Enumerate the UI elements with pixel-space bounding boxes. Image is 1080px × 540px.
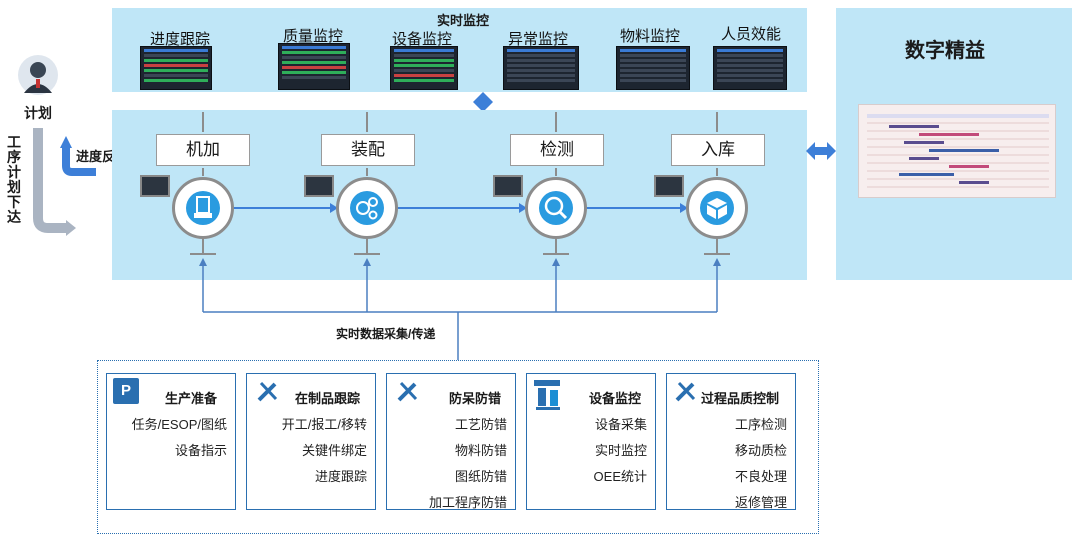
stage-node-warehousing [686, 177, 748, 239]
monitor-screen-exception [503, 46, 579, 90]
panel-link-diamond [473, 92, 493, 112]
monitor-screen-material [616, 46, 690, 90]
module-wip-tracking: 在制品跟踪 开工/报工/移转 关键件绑定 进度跟踪 [246, 373, 376, 510]
stage-node-inspection [525, 177, 587, 239]
monitoring-panel [112, 8, 807, 92]
module-title: 在制品跟踪 [295, 391, 361, 406]
module-item: 工序检测 [734, 417, 787, 432]
module-item: 任务/ESOP/图纸 [131, 417, 227, 432]
stage-monitor-machining [140, 175, 170, 197]
modules-container [97, 360, 819, 534]
monitor-screen-personnel [713, 46, 787, 90]
module-item: 移动质检 [734, 443, 787, 458]
module-item: 不良处理 [734, 469, 787, 484]
monitor-screen-progress [140, 46, 212, 90]
stage-monitor-inspection [493, 175, 523, 197]
module-item: 工艺防错 [454, 417, 507, 432]
module-item: 关键件绑定 [301, 443, 367, 458]
stage-label-warehousing: 入库 [671, 134, 765, 166]
magnifier-icon [539, 191, 573, 225]
equipment-icon [533, 378, 561, 417]
monitor-screen-quality [278, 43, 350, 90]
stage-node-assembly [336, 177, 398, 239]
module-item: 图纸防错 [454, 469, 507, 484]
module-item: 物料防错 [454, 443, 507, 458]
stage-label-assembly: 装配 [321, 134, 415, 166]
plan-label: 计划 [24, 105, 52, 121]
module-title: 防呆防错 [449, 391, 502, 406]
module-item: OEE统计 [593, 469, 647, 484]
monitor-label-exception: 异常监控 [508, 31, 569, 48]
module-item: 返修管理 [734, 495, 787, 510]
digital-lean-title: 数字精益 [905, 40, 985, 62]
module-title: 生产准备 [165, 391, 218, 406]
tools-icon [673, 378, 699, 409]
plan-release-arrow [33, 128, 76, 236]
module-title: 过程品质控制 [701, 391, 780, 406]
machining-icon [186, 191, 220, 225]
gantt-thumbnail [858, 104, 1056, 198]
module-item: 进度跟踪 [314, 469, 367, 484]
monitor-screen-equipment [390, 46, 458, 90]
data-collection-label: 实时数据采集/传递 [336, 327, 436, 341]
tools-icon [255, 378, 281, 409]
stage-monitor-warehousing [654, 175, 684, 197]
monitor-label-personnel: 人员效能 [721, 26, 782, 43]
stage-label-machining: 机加 [156, 134, 250, 166]
module-production-prep: P 生产准备 任务/ESOP/图纸 设备指示 [106, 373, 236, 510]
module-equipment-monitoring: 设备监控 设备采集 实时监控 OEE统计 [526, 373, 656, 510]
progress-feedback-arrow [60, 136, 96, 176]
stage-node-machining [172, 177, 234, 239]
box-icon [700, 191, 734, 225]
gears-icon [350, 191, 384, 225]
stage-monitor-assembly [304, 175, 334, 197]
monitor-label-quality: 质量监控 [283, 28, 344, 45]
module-item: 实时监控 [594, 443, 647, 458]
stage-label-inspection: 检测 [510, 134, 604, 166]
module-process-quality: 过程品质控制 工序检测 移动质检 不良处理 返修管理 [666, 373, 796, 510]
module-error-proofing: 防呆防错 工艺防错 物料防错 图纸防错 加工程序防错 [386, 373, 516, 510]
module-item: 设备采集 [594, 417, 647, 432]
monitor-label-material: 物料监控 [620, 28, 681, 45]
module-title: 设备监控 [589, 391, 642, 406]
module-item: 开工/报工/移转 [281, 417, 367, 432]
module-item: 设备指示 [174, 443, 227, 458]
digital-link-arrow [806, 142, 836, 160]
project-app-icon: P [113, 378, 139, 404]
planner-avatar [18, 55, 58, 95]
tools-icon [395, 378, 421, 409]
monitor-label-progress: 进度跟踪 [150, 31, 211, 48]
monitoring-title: 实时监控 [437, 13, 490, 28]
process-plan-release-label: 工 序 计 划 下 达 [7, 134, 21, 225]
monitor-label-equipment: 设备监控 [392, 31, 453, 48]
module-item: 加工程序防错 [428, 495, 507, 510]
